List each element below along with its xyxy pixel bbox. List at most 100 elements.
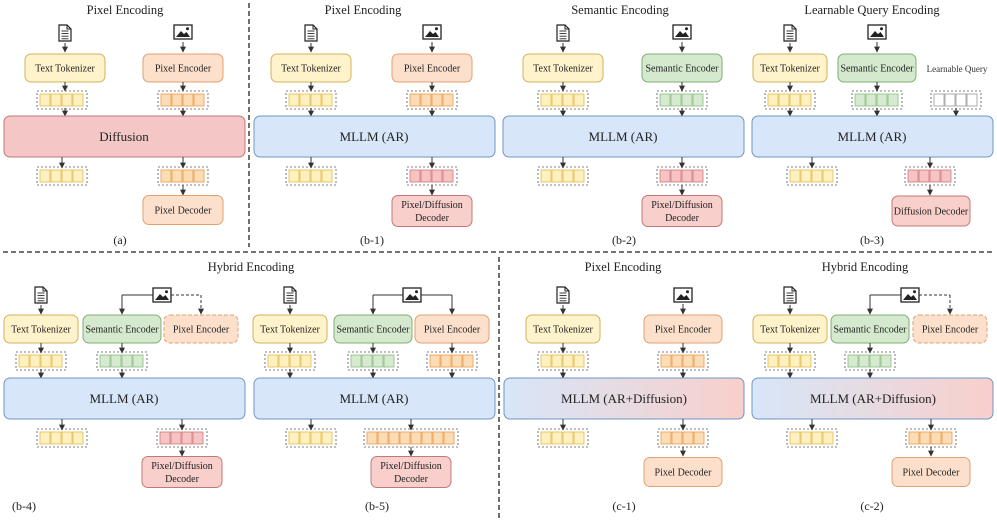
text-tokenizer-box-label: Text Tokenizer	[281, 64, 341, 75]
token-cell	[869, 354, 881, 368]
token-cell	[170, 431, 182, 445]
token-cell	[366, 431, 378, 445]
token-cell	[451, 354, 463, 368]
token-cell	[171, 93, 183, 107]
token-cell	[50, 169, 62, 183]
pixel-diffusion-decoder-box	[141, 456, 223, 488]
token-cell	[778, 354, 790, 368]
pixel-diffusion-decoder-box-label-2: Decoder	[165, 474, 200, 485]
image-icon	[900, 287, 920, 303]
panel-b45-title: Hybrid Encoding	[208, 260, 295, 274]
token-cell	[171, 169, 183, 183]
token-cell	[462, 354, 474, 368]
mllm-label: MLLM (AR)	[340, 391, 409, 406]
token-cell	[50, 431, 62, 445]
pixel-encoder-box-label: Pixel Encoder	[173, 325, 230, 336]
token-cell	[930, 431, 942, 445]
document-icon	[304, 24, 318, 42]
token-cell	[61, 431, 73, 445]
image-icon	[173, 24, 193, 40]
document-icon	[783, 24, 797, 42]
token-cell	[429, 354, 441, 368]
token-cell	[288, 169, 300, 183]
token-cell	[310, 93, 322, 107]
token-cell	[671, 354, 683, 368]
token-cell	[267, 354, 279, 368]
pixel-diffusion-decoder-box-label-2: Decoder	[394, 474, 429, 485]
token-cell	[562, 431, 574, 445]
token-cell	[789, 431, 801, 445]
text-tokenizer-box-label: Text Tokenizer	[760, 64, 820, 75]
token-cell	[681, 93, 693, 107]
token-cell	[562, 93, 574, 107]
token-cell	[540, 93, 552, 107]
caption-b1: (b-1)	[360, 233, 384, 247]
token-cell	[181, 431, 193, 445]
token-cell	[955, 93, 967, 107]
token-cell	[551, 169, 563, 183]
pixel-decoder-box-label: Pixel Decoder	[655, 468, 713, 479]
caption-c2: (c-2)	[860, 499, 883, 513]
token-cell	[321, 431, 333, 445]
semantic-encoder-box-label: Semantic Encoder	[645, 64, 719, 75]
token-cell	[193, 169, 205, 183]
token-cell	[551, 354, 563, 368]
token-cell	[670, 93, 682, 107]
token-cell	[907, 169, 919, 183]
token-cell	[160, 93, 172, 107]
caption-b5: (b-5)	[365, 499, 389, 513]
token-cell	[822, 431, 834, 445]
token-cell	[659, 169, 671, 183]
token-cell	[682, 354, 694, 368]
token-cell	[440, 354, 452, 368]
token-cell	[660, 431, 672, 445]
output-text-tokens	[285, 166, 337, 186]
token-cell	[789, 354, 801, 368]
pixel-diffusion-decoder-box-label-1: Pixel/Diffusion	[151, 461, 212, 472]
pixel-diffusion-decoder-box-label-1: Pixel/Diffusion	[380, 461, 441, 472]
token-cell	[660, 354, 672, 368]
token-cell	[299, 431, 311, 445]
mllm-diffusion-label: MLLM (AR+Diffusion)	[561, 391, 687, 406]
panel-c1-title: Pixel Encoding	[585, 260, 662, 274]
token-cell	[299, 169, 311, 183]
token-cell	[573, 354, 585, 368]
token-cell	[811, 169, 823, 183]
pixel-encoder-box-label: Pixel Encoder	[404, 64, 461, 75]
token-cell	[692, 169, 704, 183]
token-cell	[540, 431, 552, 445]
token-cell	[132, 354, 144, 368]
diffusion-box	[3, 115, 246, 158]
text-tokenizer-box-label: Text Tokenizer	[35, 64, 95, 75]
semantic-encoder-box-label: Semantic Encoder	[833, 325, 907, 336]
image-icon	[673, 287, 693, 303]
token-cell	[573, 93, 585, 107]
image-icon	[402, 287, 422, 303]
semantic-encoder-box-label: Semantic Encoder	[336, 325, 410, 336]
token-cell	[540, 169, 552, 183]
semantic-encoder-box-label: Semantic Encoder	[840, 64, 914, 75]
token-cell	[941, 431, 953, 445]
token-cell	[681, 169, 693, 183]
token-cell	[432, 431, 444, 445]
token-cell	[789, 169, 801, 183]
caption-b4: (b-4)	[12, 499, 36, 513]
diffusion-decoder-box	[891, 195, 971, 227]
token-cell	[420, 169, 432, 183]
token-cell	[670, 169, 682, 183]
pixel-diffusion-decoder-box	[370, 456, 452, 488]
token-cell	[278, 354, 290, 368]
mllm-box	[253, 377, 496, 420]
image-icon	[152, 287, 172, 303]
token-cell	[159, 431, 171, 445]
mllm-diffusion-box	[751, 377, 994, 420]
token-cell	[944, 93, 956, 107]
token-cell	[540, 354, 552, 368]
token-cell	[182, 93, 194, 107]
token-cell	[929, 169, 941, 183]
token-cell	[858, 354, 870, 368]
token-cell	[659, 93, 671, 107]
token-cell	[50, 93, 62, 107]
token-cell	[288, 431, 300, 445]
